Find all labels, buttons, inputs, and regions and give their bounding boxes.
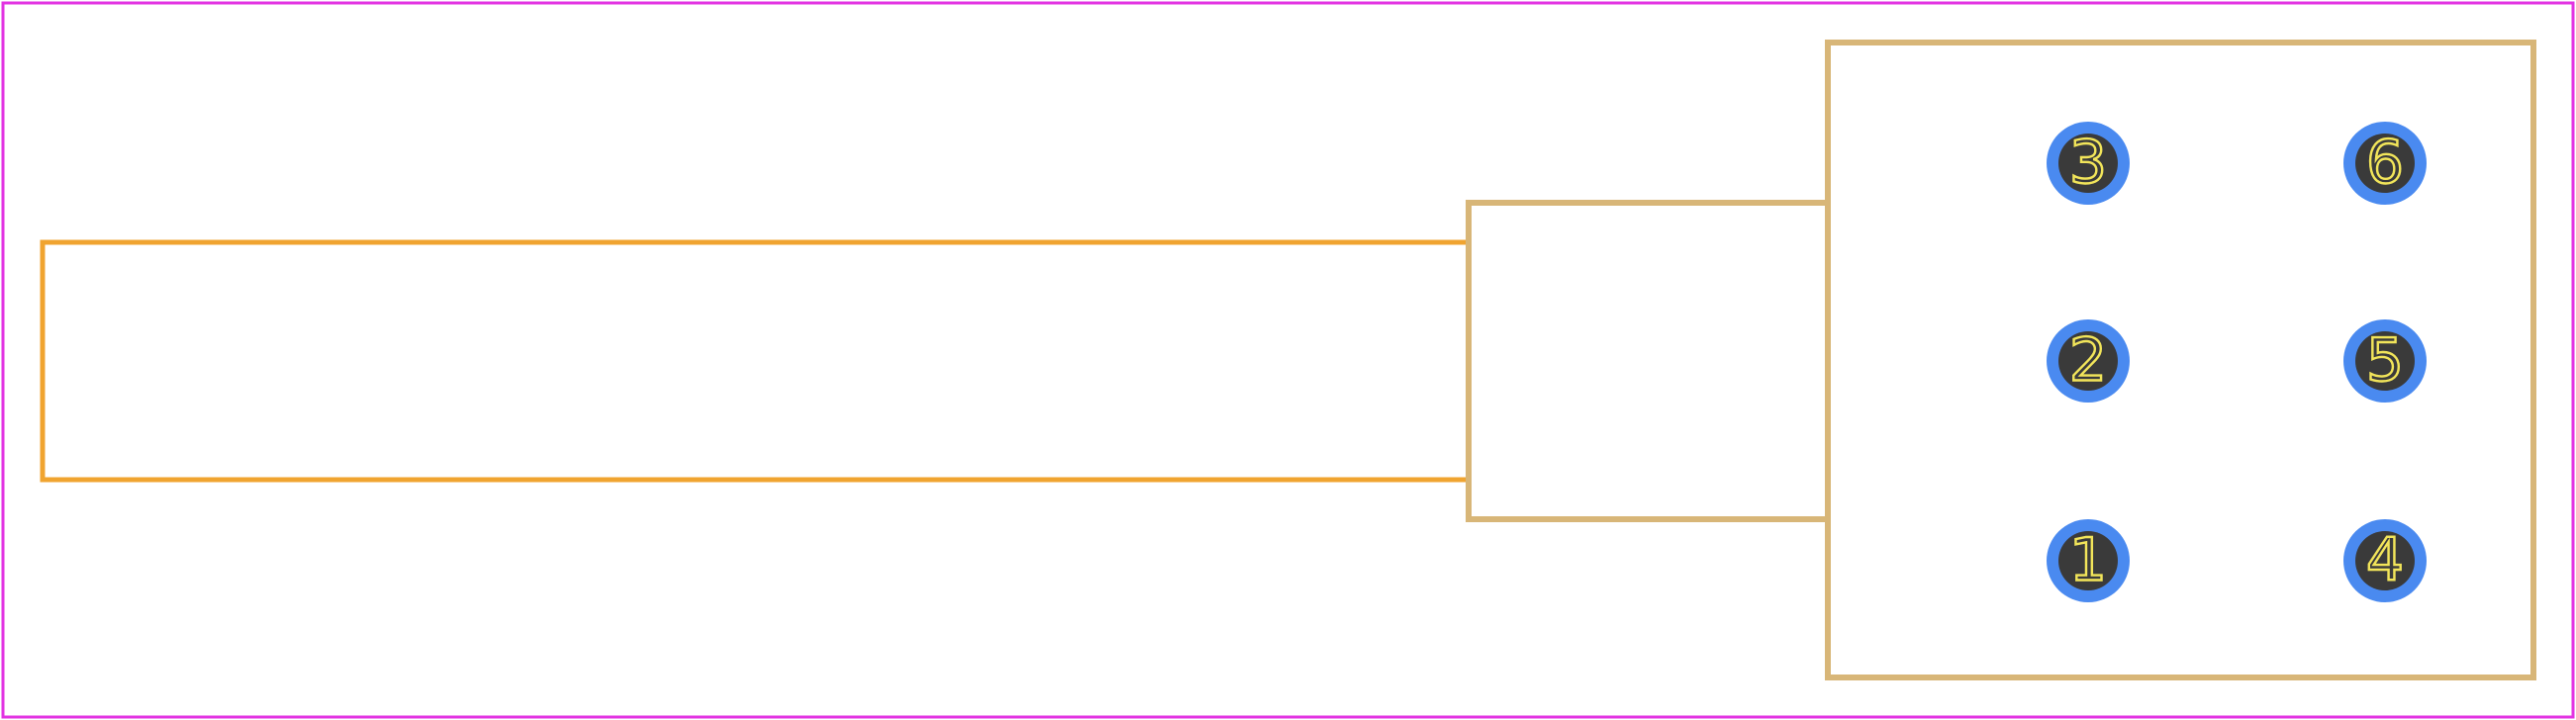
pin-number-label: 1 — [2069, 526, 2107, 595]
pad-hole — [2355, 134, 2415, 193]
pad-hole — [2058, 134, 2118, 193]
pin-number-label: 2 — [2069, 326, 2107, 396]
pad-hole — [2355, 331, 2415, 391]
pad-1: 1 — [2047, 519, 2130, 602]
pad-hole — [2355, 531, 2415, 590]
pin-number-label: 4 — [2366, 526, 2404, 595]
pad-3: 3 — [2047, 122, 2130, 205]
pad-hole — [2058, 531, 2118, 590]
pad-4: 4 — [2343, 519, 2427, 602]
pin-number-label: 5 — [2366, 326, 2404, 396]
cable-silkscreen-outline — [40, 239, 1469, 483]
pin-number-label: 6 — [2366, 129, 2404, 198]
pin-number-label: 3 — [2069, 129, 2107, 198]
pad-hole — [2058, 331, 2118, 391]
pad-5: 5 — [2343, 319, 2427, 403]
pad-6: 6 — [2343, 122, 2427, 205]
connector-body-outline — [1825, 40, 2536, 680]
connector-neck-outline — [1466, 200, 1831, 522]
pad-2: 2 — [2047, 319, 2130, 403]
pad-group: 3 6 2 5 1 4 — [2047, 122, 2427, 602]
